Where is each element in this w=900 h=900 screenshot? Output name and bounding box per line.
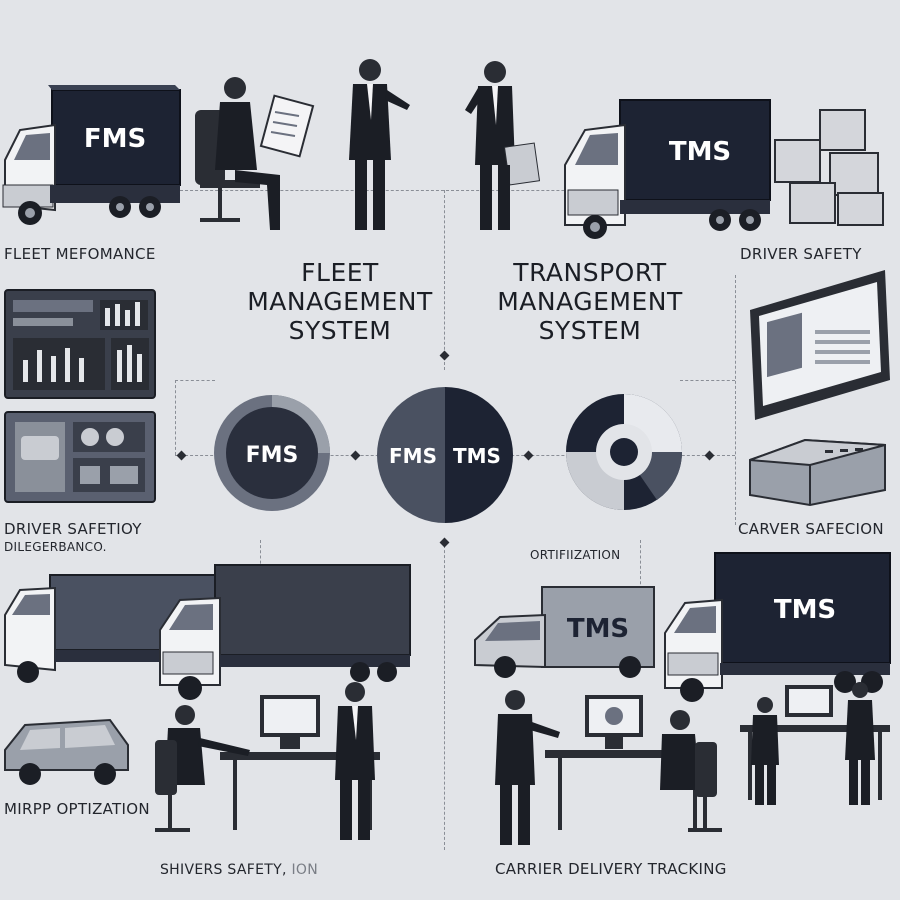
business-people-group bbox=[195, 59, 541, 230]
office-workstation-right bbox=[495, 690, 722, 845]
van-badge-tms: TMS bbox=[567, 614, 629, 644]
label-driver-safety-top: DRIVER SAFETY bbox=[740, 245, 862, 263]
standing-person-clipboard bbox=[465, 61, 541, 230]
label-map-optization: MIRPP OPTIZATION bbox=[4, 800, 150, 818]
analytics-monitor bbox=[750, 270, 890, 420]
tms-title: TRANSPORT MANAGEMENT SYSTEM bbox=[497, 258, 683, 345]
seated-person bbox=[195, 77, 315, 230]
label-driver-safety-left: DRIVER SAFETIOY bbox=[4, 520, 142, 538]
connector-node bbox=[350, 450, 361, 461]
connector-node bbox=[176, 450, 187, 461]
office-pair-far-right bbox=[740, 682, 890, 805]
fms-tms-split-circle: FMS TMS bbox=[377, 387, 513, 523]
fms-circle-label: FMS bbox=[246, 443, 299, 468]
connector-node bbox=[439, 350, 450, 361]
office-workstation-left bbox=[155, 682, 380, 840]
connector-right-upper bbox=[680, 380, 735, 381]
car-icon bbox=[4, 718, 129, 785]
truck-badge-tms: TMS bbox=[669, 137, 731, 167]
connector-center-bottom bbox=[444, 540, 445, 850]
cargo-pallet-icon bbox=[749, 438, 886, 507]
driver-monitor-panel bbox=[4, 411, 156, 503]
connector-node bbox=[704, 450, 715, 461]
tms-van: TMS bbox=[474, 586, 655, 678]
connector-center-top bbox=[444, 190, 445, 370]
fms-title: FLEET MANAGEMENT SYSTEM bbox=[247, 258, 433, 345]
label-carrier-delivery-tracking: CARRIER DELIVERY TRACKING bbox=[495, 860, 727, 878]
tms-ring-chart bbox=[566, 394, 683, 510]
label-optimization: ORTIFIIZATION bbox=[530, 548, 621, 562]
truck-bottom-left-2 bbox=[159, 564, 411, 700]
cargo-boxes-icon bbox=[774, 109, 884, 226]
connector-top-horizontal bbox=[180, 190, 720, 191]
fms-truck-top-left: FMS bbox=[2, 85, 181, 225]
label-shivers-safety: SHIVERS SAFETY, ION bbox=[160, 862, 318, 878]
fleet-dashboard-panel bbox=[4, 289, 156, 399]
label-left-sub: DILEGERBANCO. bbox=[4, 540, 107, 554]
truck-badge-tms-bottom: TMS bbox=[774, 595, 836, 625]
standing-presenter bbox=[349, 59, 410, 230]
tms-truck-bottom-right: TMS bbox=[664, 552, 891, 702]
label-fleet-performance: FLEET MEFOMANCE bbox=[4, 245, 156, 263]
connector-left-vertical bbox=[175, 380, 176, 455]
connector-node bbox=[439, 537, 450, 548]
split-circle-tms-label: TMS bbox=[453, 444, 501, 468]
connector-right-lower bbox=[640, 540, 641, 610]
split-circle-fms-label: FMS bbox=[389, 444, 437, 468]
label-carver-safecion: CARVER SAFECION bbox=[738, 520, 884, 538]
truck-badge-fms: FMS bbox=[84, 124, 146, 154]
tms-truck-top-right: TMS bbox=[564, 99, 771, 239]
fms-circle-chart: FMS bbox=[214, 395, 330, 511]
connector-right-vertical bbox=[735, 275, 736, 525]
connector-node bbox=[523, 450, 534, 461]
connector-left-upper bbox=[175, 380, 215, 381]
